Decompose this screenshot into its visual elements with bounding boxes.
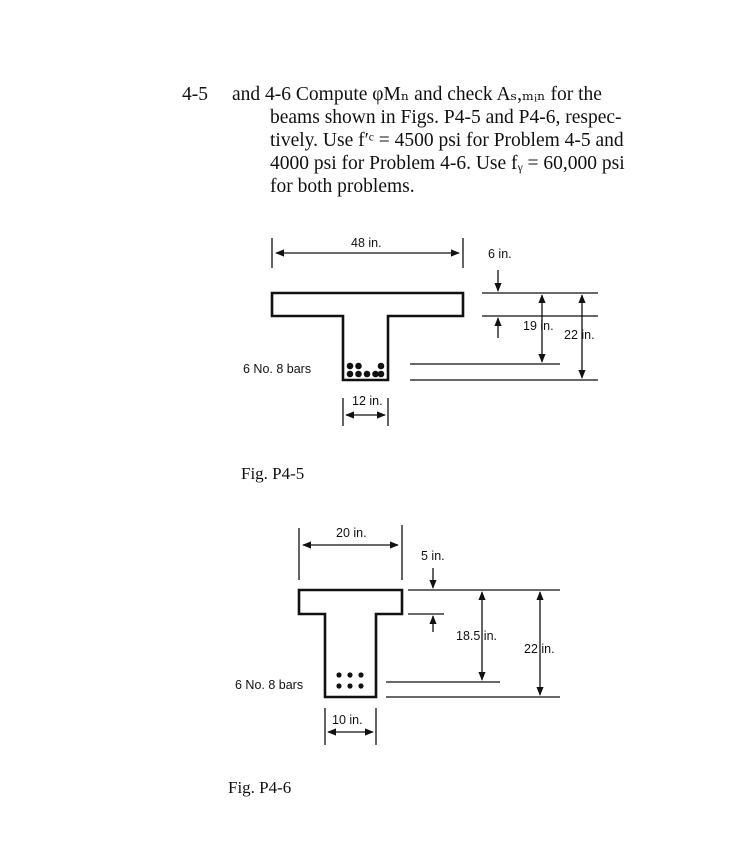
fig-p4-5 (270, 238, 598, 426)
fig-p4-6 (297, 525, 560, 745)
p4-6-web-width-label: 10 in. (332, 713, 363, 727)
p4-6-bars-label: 6 No. 8 bars (235, 678, 303, 692)
p4-6-flange-width-label: 20 in. (336, 526, 367, 540)
p4-6-total-depth-label: 22 in. (524, 642, 555, 656)
p4-5-flange-thickness-label: 6 in. (488, 247, 512, 261)
fig-p4-6-caption: Fig. P4-6 (228, 778, 292, 797)
p4-5-total-depth-label: 22 in. (564, 328, 595, 342)
p4-5-rebar-group (346, 362, 385, 378)
p4-5-bar (377, 362, 385, 370)
p4-5-bar (355, 362, 362, 370)
p4-5-bar (377, 370, 385, 378)
p4-5-bar (355, 370, 362, 378)
p4-6-bar (336, 672, 342, 678)
problem-line-3: tively. Use f′ᶜ = 4500 psi for Problem 4… (270, 130, 624, 151)
p4-6-effective-depth-label: 18.5 in. (456, 629, 497, 643)
fig-p4-5-caption: Fig. P4-5 (241, 464, 305, 483)
p4-6-bar (347, 683, 353, 689)
p4-6-bar (336, 683, 342, 689)
p4-5-web-width-label: 12 in. (352, 394, 383, 408)
p4-6-bar (358, 683, 364, 689)
p4-5-effective-depth-label: 19 in. (523, 319, 554, 333)
p4-6-flange-thickness-label: 5 in. (421, 549, 445, 563)
p4-5-flange-width-label: 48 in. (351, 236, 382, 250)
p4-5-bar (363, 370, 371, 378)
p4-6-rebar-group (336, 672, 364, 689)
p4-6-bar (347, 672, 353, 678)
problem-number: 4-5 (182, 84, 208, 105)
p4-6-tbeam-outline (297, 588, 404, 699)
problem-line-1: and 4-6 Compute φMₙ and check Aₛ,ₘᵢₙ for… (232, 84, 602, 105)
problem-line-5: for both problems. (270, 176, 415, 197)
p4-5-bar (372, 370, 379, 378)
p4-6-bar (358, 672, 364, 678)
p4-5-tbeam-outline (270, 291, 465, 382)
problem-line-2: beams shown in Figs. P4-5 and P4-6, resp… (270, 107, 622, 128)
p4-5-bar (346, 370, 354, 378)
p4-5-bars-label: 6 No. 8 bars (243, 362, 311, 376)
problem-line-4: 4000 psi for Problem 4-6. Use fᵧ = 60,00… (270, 153, 625, 174)
p4-5-bar (346, 362, 354, 370)
